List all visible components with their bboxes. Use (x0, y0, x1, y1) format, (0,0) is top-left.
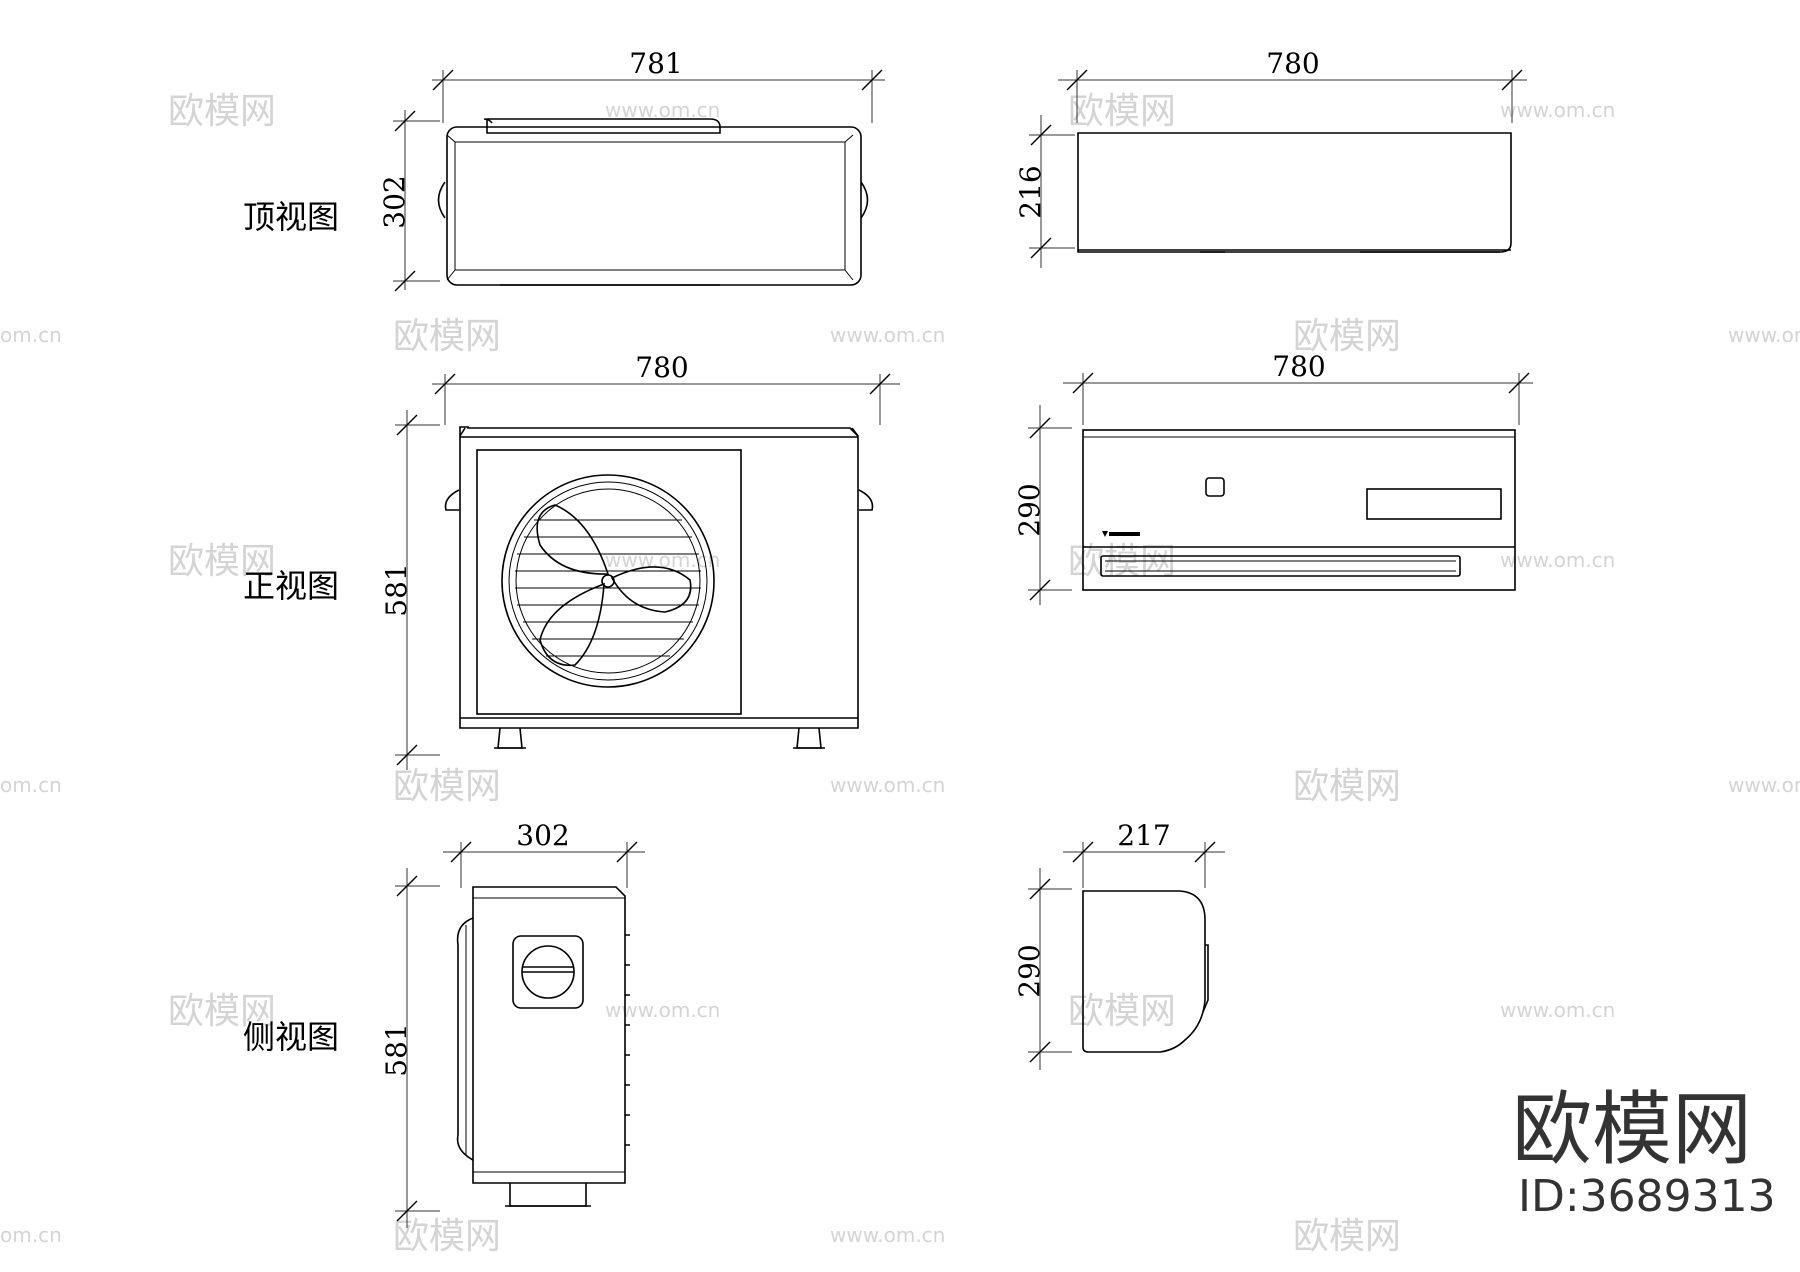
watermark-logo: 欧模网 (1293, 1216, 1401, 1257)
watermark-logo: 欧模网 (1068, 991, 1176, 1032)
outdoor-top-view: 781 302 (378, 47, 885, 292)
watermark-logo: 欧模网 (168, 991, 276, 1032)
dimension-label: 581 (380, 563, 413, 616)
valve-cover (512, 935, 584, 1009)
indoor-front-view: 780 290 (1013, 350, 1533, 605)
watermark-url: www.om.cn (1728, 773, 1800, 797)
watermark-url: www.om.cn (1500, 548, 1615, 572)
watermark-url: om.cn (0, 323, 62, 347)
brand-name: 欧模网 (1512, 1083, 1752, 1176)
dimension-label: 290 (1013, 944, 1046, 997)
watermark-row-5: 欧模网 www.om.cn 欧模网 www.om.cn (168, 991, 1615, 1032)
watermark-row-2: om.cn 欧模网 www.om.cn 欧模网 www.om.cn (0, 316, 1800, 357)
watermark-row-3: 欧模网 www.om.cn 欧模网 www.om.cn (168, 541, 1615, 582)
watermark-url: om.cn (0, 773, 62, 797)
watermark-row-1: 欧模网 www.om.cn 欧模网 www.om.cn (168, 91, 1615, 132)
watermark-logo: 欧模网 (393, 1216, 501, 1257)
display-panel (1366, 488, 1502, 520)
dimension-label: 217 (1117, 819, 1170, 852)
watermark-url: www.om.cn (1728, 323, 1800, 347)
dimension-label: 216 (1014, 165, 1047, 218)
dimension-label: 290 (1013, 483, 1046, 536)
view-label-front: 正视图 (243, 567, 339, 605)
view-label-side: 侧视图 (243, 1018, 339, 1056)
watermark-url: www.om.cn (1500, 998, 1615, 1022)
watermark-logo: 欧模网 (1293, 766, 1401, 807)
dimension-label: 302 (516, 819, 569, 852)
watermark-row-4: om.cn 欧模网 www.om.cn 欧模网 www.om.cn (0, 766, 1800, 807)
watermark-logo: 欧模网 (1068, 91, 1176, 132)
dimension-label: 780 (1272, 350, 1325, 383)
fan-grille (515, 519, 701, 657)
watermark-logo: 欧模网 (168, 91, 276, 132)
watermark-url: www.om.cn (830, 1223, 945, 1247)
watermark-logo: 欧模网 (393, 316, 501, 357)
watermark-row-6: om.cn 欧模网 www.om.cn 欧模网 (0, 1216, 1401, 1257)
watermark-url: www.om.cn (830, 773, 945, 797)
watermark-url: www.om.cn (605, 998, 720, 1022)
watermarks: 欧模网 www.om.cn 欧模网 www.om.cn om.cn 欧模网 ww… (0, 91, 1800, 1257)
dimension-label: 302 (378, 175, 411, 228)
side-vent-ticks (625, 934, 630, 1146)
indoor-top-view: 780 216 (1014, 47, 1527, 268)
sensor-window (1205, 477, 1225, 497)
watermark-logo: 欧模网 (1293, 316, 1401, 357)
brand-logo-icon (1102, 531, 1108, 537)
watermark-url: om.cn (0, 1223, 62, 1247)
brand-logo-text (1109, 532, 1140, 536)
outdoor-side-view: 302 581 (380, 819, 645, 1228)
view-label-top: 顶视图 (243, 198, 339, 236)
dimension-label: 581 (380, 1023, 413, 1076)
watermark-url: www.om.cn (830, 323, 945, 347)
dimension-label: 780 (1266, 47, 1319, 80)
dimension-label: 780 (635, 351, 688, 384)
dimension-label: 781 (629, 47, 682, 80)
watermark-url: www.om.cn (1500, 98, 1615, 122)
outdoor-front-view: 780 581 (380, 351, 900, 770)
watermark-logo: 欧模网 (393, 766, 501, 807)
watermark-logo: 欧模网 (168, 541, 276, 582)
indoor-side-view: 217 290 (1013, 819, 1225, 1070)
drawing-id: ID:3689313 (1518, 1171, 1776, 1222)
watermark-url: www.om.cn (605, 98, 720, 122)
